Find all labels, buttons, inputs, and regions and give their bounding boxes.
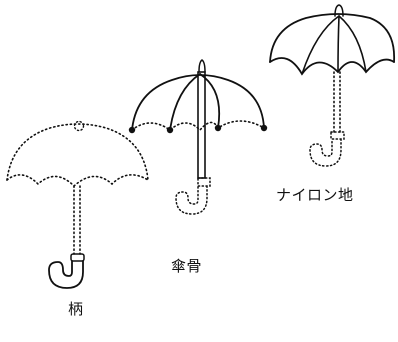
- rib-tip-3: [214, 124, 222, 132]
- middle-tip: [198, 59, 206, 73]
- right-seam-left: [301, 15, 340, 75]
- middle-rib-left: [169, 73, 201, 131]
- left-tip: [73, 120, 85, 132]
- middle-handle: [175, 177, 211, 215]
- right-handle: [309, 131, 345, 167]
- umbrella-handle-highlight: [6, 120, 149, 289]
- right-canopy-scallops: [269, 57, 395, 76]
- left-handle-collar: [70, 253, 85, 262]
- right-tip: [334, 4, 344, 17]
- left-canopy-top: [6, 123, 149, 181]
- left-shaft: [73, 185, 81, 255]
- left-handle-hook: [48, 260, 84, 289]
- middle-rib-right: [199, 73, 221, 129]
- label-handle: 柄: [68, 300, 84, 318]
- right-shaft: [333, 71, 341, 133]
- right-canopy-outline: [269, 13, 395, 63]
- left-canopy-scallops: [6, 174, 149, 188]
- right-seam-mid: [337, 15, 340, 73]
- rib-tip-4: [260, 124, 268, 132]
- umbrella-rib-highlight: [128, 59, 268, 215]
- label-nylon-fabric: ナイロン地: [276, 186, 354, 204]
- umbrella-nylon-highlight: [269, 4, 395, 167]
- rib-tip-2: [166, 126, 174, 134]
- label-ribs: 傘骨: [171, 257, 203, 275]
- right-seam-right: [338, 15, 367, 73]
- rib-tip-1: [128, 126, 136, 134]
